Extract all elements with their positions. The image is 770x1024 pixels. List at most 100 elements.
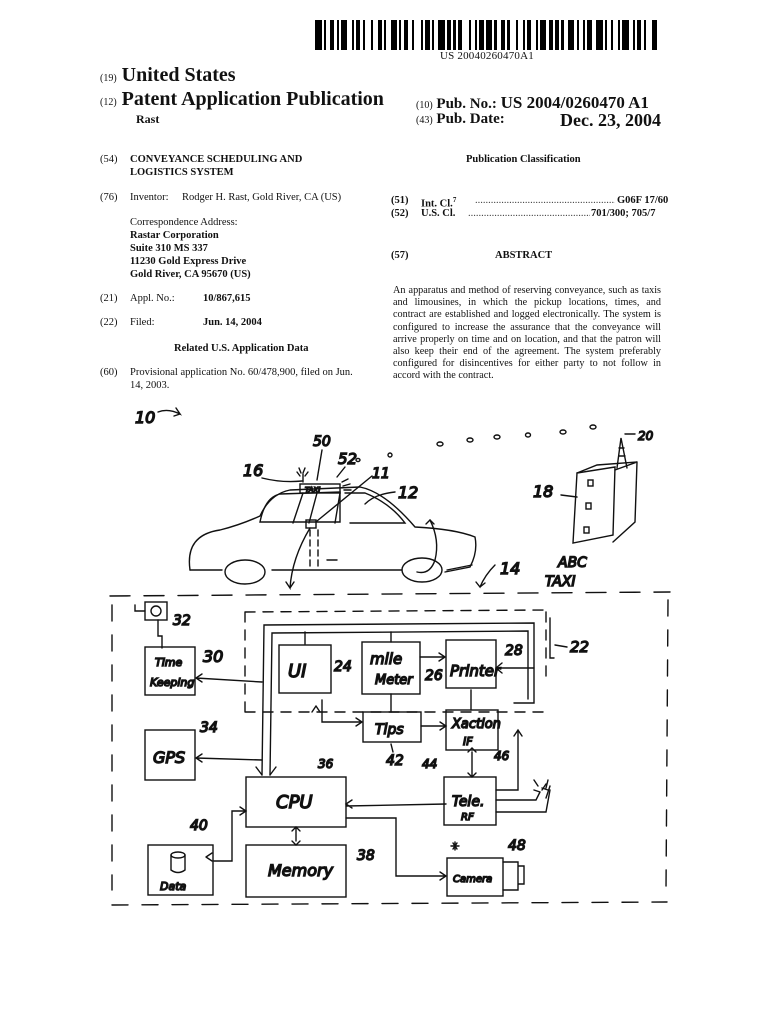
- pub-date: Dec. 23, 2004: [560, 110, 661, 130]
- printer-text: Printer: [450, 662, 501, 680]
- tips-box: [362, 711, 422, 743]
- barcode-space: [657, 20, 659, 50]
- int-cl-superscript: 7: [452, 196, 457, 204]
- barcode-bar: [554, 20, 560, 50]
- label-40: 40: [190, 818, 208, 834]
- barcode-bar: [643, 20, 646, 50]
- appl-label: Appl. No.:: [130, 293, 175, 304]
- barcode-bar: [438, 20, 445, 50]
- provisional-text: Provisional application No. 60/478,900, …: [130, 366, 353, 392]
- correspondence-label: Correspondence Address:: [130, 217, 238, 228]
- tele-rf-box: [443, 776, 497, 826]
- country-name: United States: [121, 64, 236, 86]
- ground-line: [109, 591, 671, 597]
- barcode-bar: [356, 20, 361, 50]
- provisional-line1: Provisional application No. 60/478,900, …: [130, 367, 353, 378]
- barcode-bar: [453, 20, 456, 50]
- outer-enclosure: [111, 599, 669, 906]
- data-text: Data: [160, 880, 187, 893]
- filed-label: Filed:: [130, 317, 155, 328]
- barcode-bar: [507, 20, 510, 50]
- taxi-company-text: TAXI: [545, 574, 576, 590]
- pub-date-label-line: (43) Pub. Date:: [416, 111, 505, 128]
- label-11: 11: [372, 466, 390, 482]
- barcode-bar: [403, 20, 408, 50]
- label-32: 32: [173, 613, 191, 629]
- dispatch-building-drawing: [572, 433, 638, 544]
- address-line: 11230 Gold Express Drive: [130, 256, 247, 267]
- label-26: 26: [425, 668, 443, 684]
- appl-number: 10/867,615: [203, 293, 251, 304]
- barcode: [315, 20, 660, 50]
- barcode-bar: [637, 20, 642, 50]
- inventor-name: Rodger H. Rast, Gold River, CA (US): [182, 192, 342, 203]
- invention-title: CONVEYANCE SCHEDULING AND LOGISTICS SYST…: [130, 153, 302, 179]
- barcode-bar: [526, 20, 532, 50]
- gps-box: [144, 729, 196, 781]
- xaction-line2: IF: [463, 735, 473, 748]
- camera-box: [446, 857, 504, 897]
- title-code: (54): [100, 154, 118, 165]
- barcode-bar: [500, 20, 506, 50]
- label-42: 42: [386, 753, 404, 769]
- patent-drawing: 10 TAXI 16 50 52 11 12: [109, 407, 671, 906]
- barcode-bar: [362, 20, 365, 50]
- label-16: 16: [243, 461, 263, 480]
- barcode-bar: [516, 20, 519, 50]
- int-cl-leader: ........................................…: [475, 195, 615, 206]
- memory-text: Memory: [268, 861, 334, 880]
- barcode-bar: [548, 20, 553, 50]
- country-heading: (19) United States: [100, 64, 236, 87]
- tele-line1: Tele.: [452, 794, 484, 810]
- barcode-bar: [567, 20, 575, 50]
- label-20: 20: [638, 429, 654, 443]
- barcode-bar: [351, 20, 354, 50]
- barcode-bar: [576, 20, 579, 50]
- label-44: 44: [422, 757, 437, 771]
- timekeeping-line2: Keeping: [150, 676, 194, 689]
- label-28: 28: [505, 643, 523, 659]
- taxi-sign-text: TAXI: [305, 486, 320, 494]
- timekeeping-box: [144, 646, 196, 696]
- system-bus: [261, 622, 535, 776]
- publication-type: Patent Application Publication: [121, 88, 384, 110]
- barcode-bar: [330, 20, 335, 50]
- pub-number: US 2004/0260470 A1: [500, 93, 649, 112]
- provisional-code: (60): [100, 367, 118, 378]
- timekeeping-line1: Time: [155, 656, 182, 669]
- data-box: [147, 844, 214, 896]
- barcode-bar: [446, 20, 452, 50]
- appl-code: (21): [100, 293, 118, 304]
- barcode-bar: [475, 20, 478, 50]
- figure-ref-arrow: [157, 407, 183, 417]
- barcode-bar: [535, 20, 538, 50]
- abc-text: ABC: [557, 555, 587, 571]
- label-30: 30: [203, 647, 223, 666]
- barcode-bar: [323, 20, 326, 50]
- label-46: 46: [494, 749, 510, 763]
- barcode-bar: [425, 20, 430, 50]
- label-14: 14: [500, 559, 520, 578]
- tips-text: Tips: [375, 722, 404, 738]
- barcode-bar: [420, 20, 424, 50]
- filed-code: (22): [100, 317, 118, 328]
- barcode-bar: [412, 20, 415, 50]
- bracket-22: [549, 617, 555, 659]
- inventor-surname: Rast: [136, 112, 160, 126]
- barcode-bar: [604, 20, 607, 50]
- provisional-line2: 14, 2003.: [130, 380, 170, 391]
- barcode-bar: [652, 20, 657, 50]
- int-cl-code: (51): [391, 195, 409, 206]
- us-cl-value-text: 701/300; 705/7: [591, 208, 656, 219]
- int-cl-label-text: Int. Cl.: [421, 198, 453, 210]
- barcode-bar: [539, 20, 547, 50]
- pub-number-line: (10) Pub. No.: US 2004/0260470 A1: [416, 93, 649, 113]
- invention-title-line2: LOGISTICS SYSTEM: [130, 167, 234, 178]
- classification-heading: Publication Classification: [466, 154, 581, 165]
- memory-box: [245, 844, 347, 898]
- cpu-text: CPU: [276, 792, 313, 813]
- barcode-bar: [617, 20, 620, 50]
- country-code: (19): [100, 73, 117, 84]
- barcode-bar: [596, 20, 603, 50]
- pub-number-label: Pub. No.:: [436, 96, 497, 112]
